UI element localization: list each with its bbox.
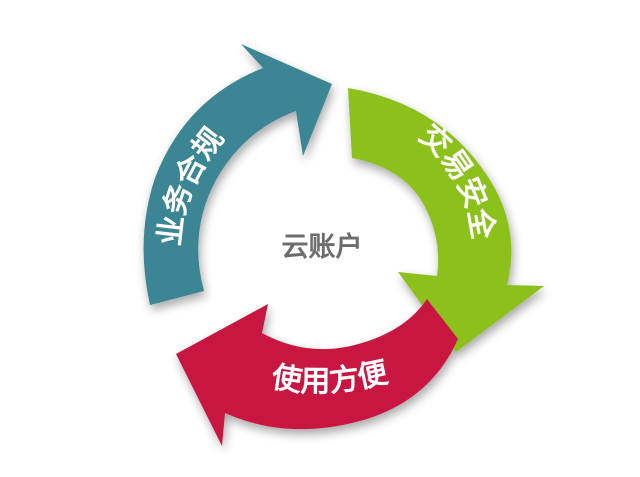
center-label: 云账户 bbox=[282, 231, 363, 263]
arrow-segment-security bbox=[348, 88, 544, 352]
arrow-segment-compliance bbox=[143, 44, 332, 305]
arrow-segment-convenience bbox=[176, 299, 458, 446]
